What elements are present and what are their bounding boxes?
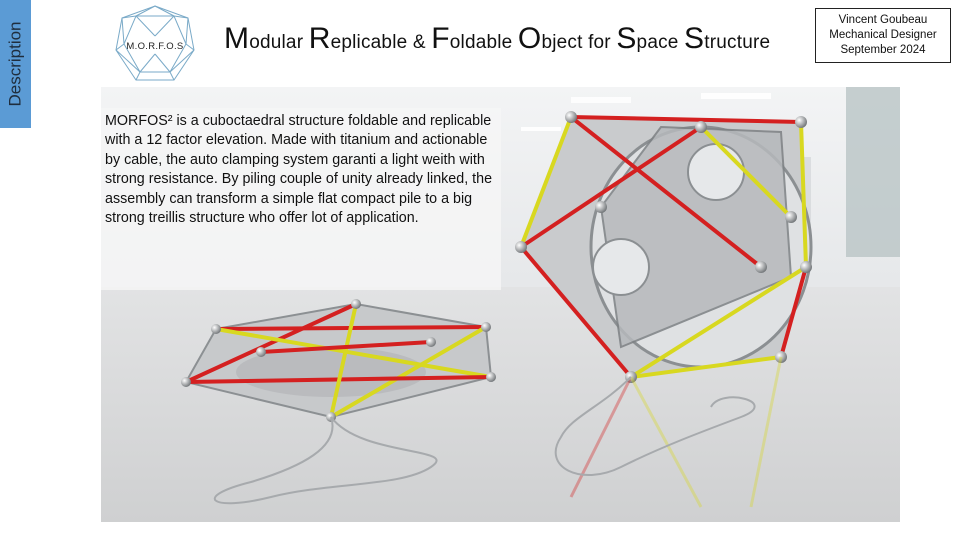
title-part: Space bbox=[616, 22, 685, 55]
author-role: Mechanical Designer bbox=[829, 29, 937, 41]
flat-module-illustration bbox=[181, 299, 496, 505]
description-text-box: MORFOS² is a cuboctaedral structure fold… bbox=[101, 108, 501, 290]
description-text: MORFOS² is a cuboctaedral structure fold… bbox=[105, 113, 493, 227]
logo-text: M.O.R.F.O.S bbox=[126, 41, 184, 52]
author-name: Vincent Goubeau bbox=[838, 14, 928, 26]
page-title: Modular Replicable & Foldable Object for… bbox=[224, 22, 770, 56]
description-tab[interactable]: Description bbox=[0, 0, 31, 128]
polyhedron-logo-icon bbox=[115, 5, 195, 81]
title-part: Foldable bbox=[431, 22, 518, 55]
title-part: Modular bbox=[224, 22, 309, 55]
morfos-logo: M.O.R.F.O.S bbox=[114, 4, 196, 84]
deployed-module-illustration bbox=[515, 111, 813, 508]
author-info-box: Vincent Goubeau Mechanical Designer Sept… bbox=[815, 8, 951, 63]
title-part: Replicable & bbox=[308, 22, 432, 55]
author-date: September 2024 bbox=[840, 44, 926, 56]
title-part: Object for bbox=[517, 22, 617, 55]
description-tab-label: Description bbox=[5, 21, 25, 107]
title-part: Structure bbox=[684, 22, 771, 55]
